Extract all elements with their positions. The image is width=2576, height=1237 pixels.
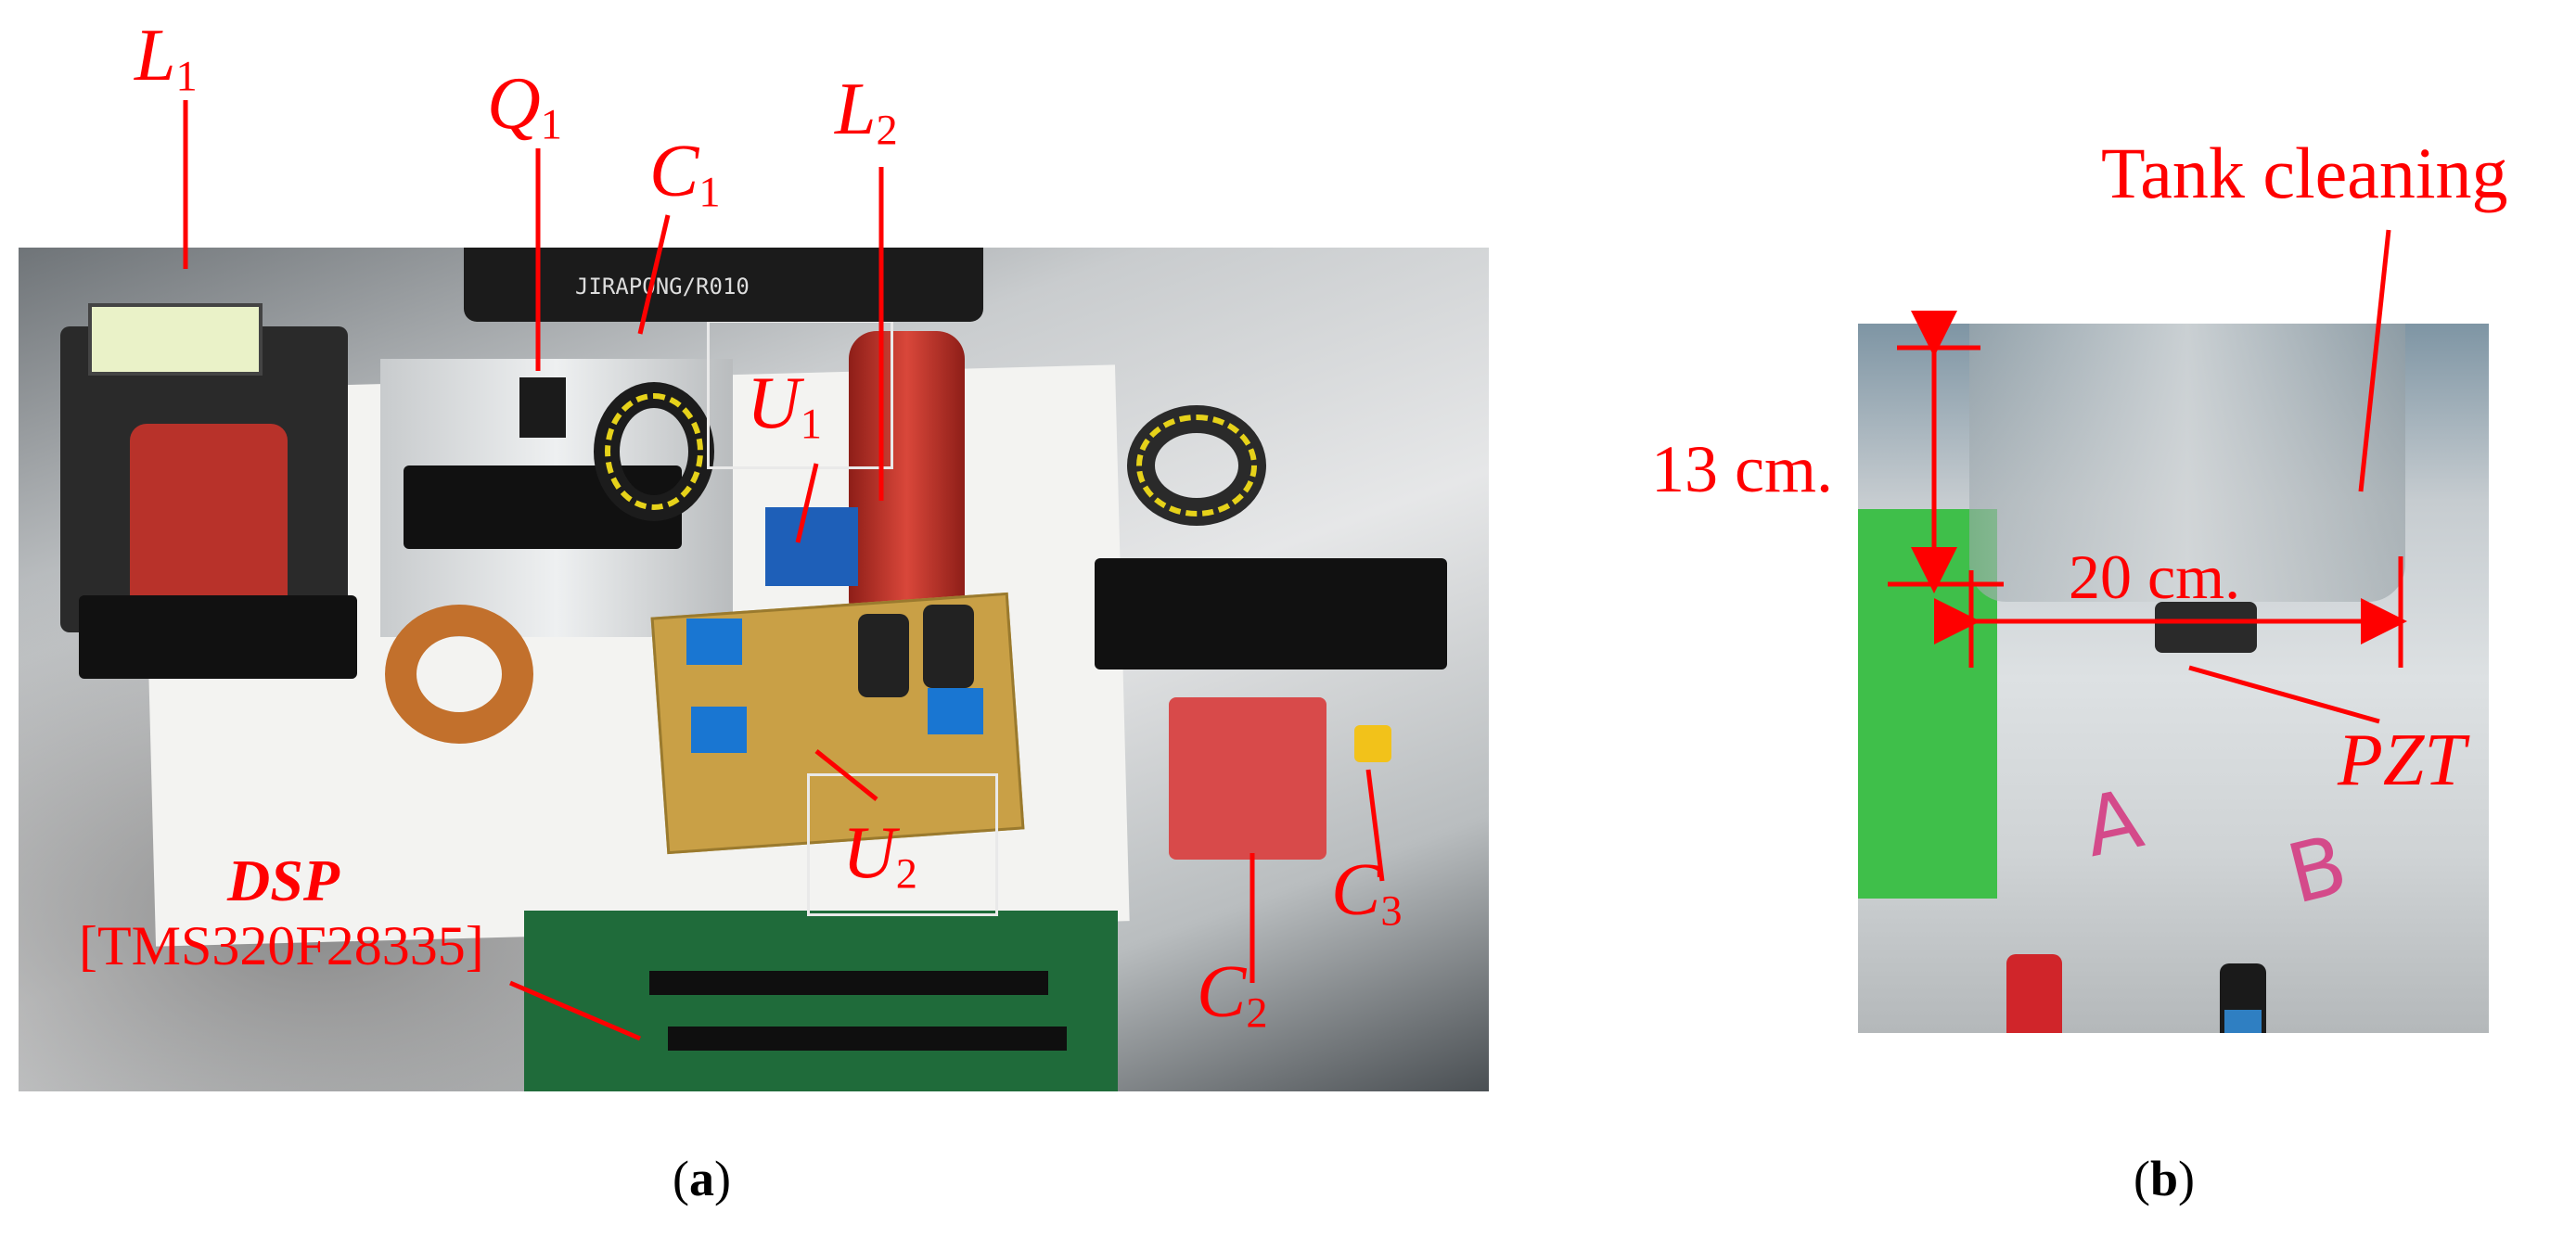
terminal-block-2 [79,595,357,679]
label-c3-sub: 3 [1380,887,1403,936]
label-c3: C3 [1331,853,1403,934]
label-c1-sub: 1 [698,169,721,217]
label-tank-cleaning: Tank cleaning [2101,133,2508,213]
caption-a-close: ) [713,1151,731,1206]
label-c1: C1 [649,134,721,215]
caption-a-open: ( [673,1151,689,1206]
label-c3-main: C [1331,849,1381,931]
label-q1-sub: 1 [540,101,562,149]
label-u1-main: U [747,363,801,444]
capacitor-c3 [1354,725,1391,762]
label-u2-main: U [842,812,896,894]
strip-text: JIRAPONG/R010 [575,274,750,300]
transformer-coil [130,424,288,628]
setup-photo: JIRAPONG/R010 [19,248,1489,1091]
caption-b-close: ) [2178,1151,2196,1206]
caption-b-letter: b [2149,1151,2179,1206]
dsp-header-2 [668,1027,1067,1051]
label-l1: L1 [135,19,198,99]
tank-glass [1969,324,2405,602]
wire-label-a: A [2075,770,2151,876]
caption-a: (a) [673,1150,731,1207]
label-dsp: DSP [227,848,340,913]
label-c2-main: C [1197,951,1247,1033]
capacitor-c2 [1169,697,1326,860]
label-q1-main: Q [487,63,541,145]
blue-connector-2 [691,707,747,753]
blue-module-u1 [765,507,858,586]
blue-connector-3 [928,688,983,734]
caption-b-open: ( [2134,1151,2150,1206]
caption-a-letter: a [688,1151,714,1206]
wire-label-b: B [2278,816,2356,923]
capacitor-2 [923,605,974,688]
blue-connector-1 [686,618,742,665]
inductor-l2 [849,331,965,628]
label-c1-main: C [649,131,699,212]
label-l2-main: L [835,69,877,150]
label-pzt: PZT [2338,720,2466,801]
label-l1-main: L [135,15,176,96]
label-c2-sub: 2 [1246,989,1268,1038]
label-width: 20 cm. [2069,542,2241,612]
tank-photo: A B [1858,324,2489,1033]
toroid-inductor-3 [1127,405,1266,526]
toroid-inductor-2 [385,605,533,744]
capacitor-1 [858,614,909,697]
label-height: 13 cm. [1651,432,1833,506]
label-u2: U2 [842,816,917,897]
label-q1: Q1 [487,67,562,147]
transformer-label [88,303,263,376]
mosfet-q1 [519,377,566,438]
label-u2-sub: 2 [895,850,917,899]
blue-probe-tip [2224,1010,2262,1033]
dsp-header-1 [649,971,1048,995]
red-probe [2006,954,2062,1033]
terminal-block-3 [1095,558,1447,670]
label-l2-sub: 2 [876,107,898,155]
caption-b: (b) [2134,1150,2195,1207]
toroid-inductor-1 [594,382,714,521]
label-u1: U1 [747,366,822,447]
label-l1-sub: 1 [175,53,198,101]
label-u1-sub: 1 [800,401,822,449]
label-dsp-model: [TMS320F28335] [79,915,484,976]
u2-highlight-box [807,773,998,916]
label-c2: C2 [1197,955,1268,1036]
dsp-board [524,911,1118,1091]
top-cable-strip [464,248,983,322]
label-l2: L2 [835,72,898,153]
